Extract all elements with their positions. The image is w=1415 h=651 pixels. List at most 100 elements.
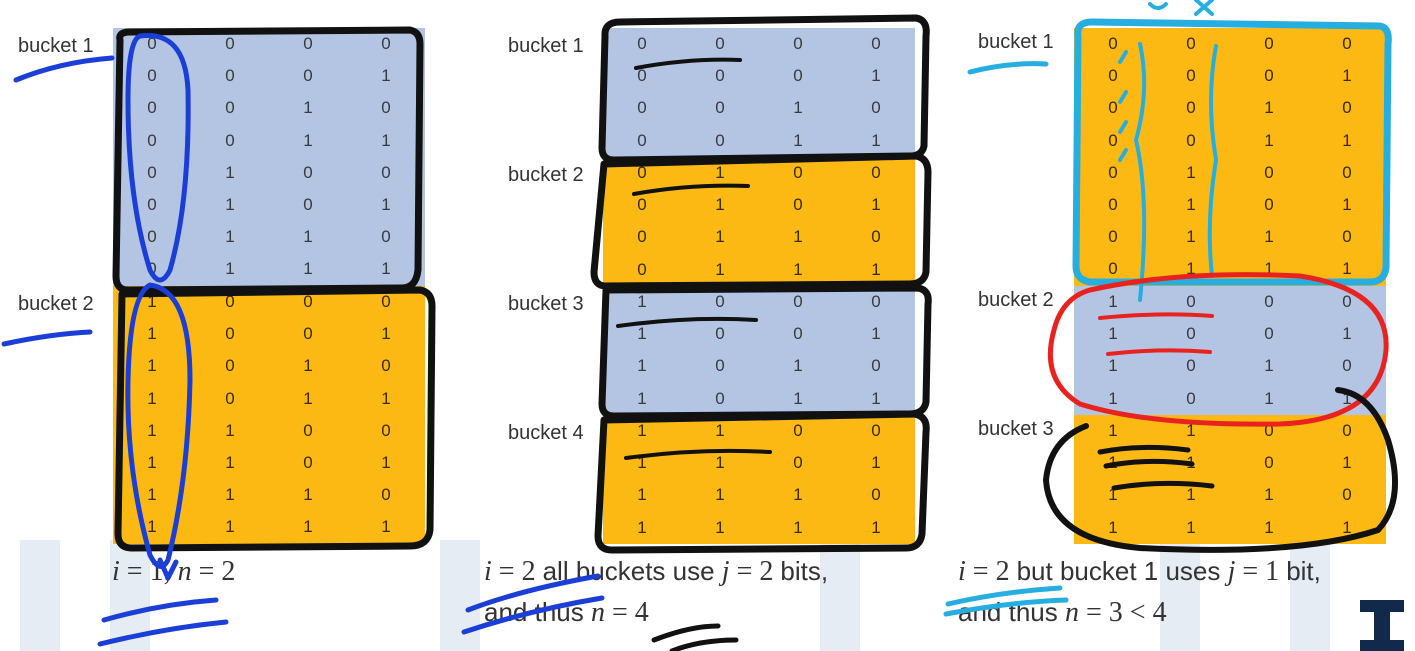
bit-cell: 1 [1264,259,1274,279]
ink-blue-underline-bucket-2 [1,329,93,347]
bit-cell: 1 [1342,195,1352,215]
bit-cell: 1 [871,195,881,215]
bit-cell: 0 [715,292,725,312]
bit-cell: 0 [1186,98,1196,118]
bit-cell: 0 [147,162,157,182]
bit-cell: 0 [1186,292,1196,312]
caption-panel-2-line-1: i = 2 all buckets use j = 2 bits, [484,556,829,587]
bit-cell: 1 [303,259,313,279]
bit-cell: 0 [715,66,725,86]
bit-cell: 1 [1108,517,1118,537]
bit-cell: 1 [1108,421,1118,441]
bit-cell: 1 [225,195,235,215]
bit-cell: 0 [1186,388,1196,408]
bit-cell: 0 [303,324,313,344]
bit-cell: 1 [303,517,313,537]
bit-cell: 1 [303,98,313,118]
bit-cell: 1 [225,420,235,440]
bit-cell: 1 [1264,485,1274,505]
bit-cell: 1 [1186,485,1196,505]
bit-cell: 1 [1342,388,1352,408]
bit-cell: 1 [1186,517,1196,537]
bit-cell: 0 [303,162,313,182]
bit-cell: 0 [715,98,725,118]
bit-cell: 0 [1342,421,1352,441]
bit-cell: 0 [715,34,725,54]
bucket-label: bucket 4 [508,422,584,444]
bit-cell: 1 [793,130,803,150]
bit-cell: 0 [303,66,313,86]
bit-cell: 0 [381,34,391,54]
university-block-i-logo [1360,600,1404,651]
bit-cell: 0 [637,98,647,118]
bit-cell: 1 [637,388,647,408]
bit-cell: 1 [303,227,313,247]
bit-cell: 0 [1342,356,1352,376]
bit-cell: 1 [147,388,157,408]
bit-cell: 0 [1108,34,1118,54]
bit-cell: 0 [225,66,235,86]
bit-cell: 0 [637,259,647,279]
bit-cell: 1 [1342,130,1352,150]
bit-cell: 1 [225,453,235,473]
bit-cell: 1 [147,453,157,473]
bit-cell: 1 [1108,292,1118,312]
bit-cell: 0 [1264,421,1274,441]
bit-cell: 1 [1186,259,1196,279]
bit-cell: 0 [793,66,803,86]
bit-cell: 0 [871,421,881,441]
bit-cell: 0 [793,324,803,344]
bit-cell: 0 [147,195,157,215]
bit-cell: 1 [715,421,725,441]
bit-cell: 0 [225,356,235,376]
bit-cell: 0 [871,98,881,118]
bit-cell: 0 [381,292,391,312]
bit-cell: 1 [381,517,391,537]
bit-cell: 1 [147,324,157,344]
bit-cell: 1 [637,292,647,312]
bit-cell: 0 [871,292,881,312]
bucket-label: bucket 1 [978,31,1054,53]
bit-cell: 0 [715,130,725,150]
bit-cell: 1 [1186,195,1196,215]
bit-cell: 0 [1342,98,1352,118]
bit-cell: 0 [381,227,391,247]
bit-cell: 0 [1186,34,1196,54]
bit-cell: 1 [1264,98,1274,118]
bit-cell: 0 [381,162,391,182]
bit-cell: 0 [147,98,157,118]
bit-cell: 0 [1264,195,1274,215]
bit-cell: 0 [225,34,235,54]
bit-cell: 0 [637,34,647,54]
bit-cell: 0 [793,195,803,215]
bit-cell: 1 [1108,356,1118,376]
bit-cell: 0 [381,420,391,440]
bit-cell: 1 [637,485,647,505]
bit-cell: 1 [225,162,235,182]
bit-cell: 1 [715,517,725,537]
bit-cell: 0 [715,356,725,376]
bit-cell: 0 [637,163,647,183]
